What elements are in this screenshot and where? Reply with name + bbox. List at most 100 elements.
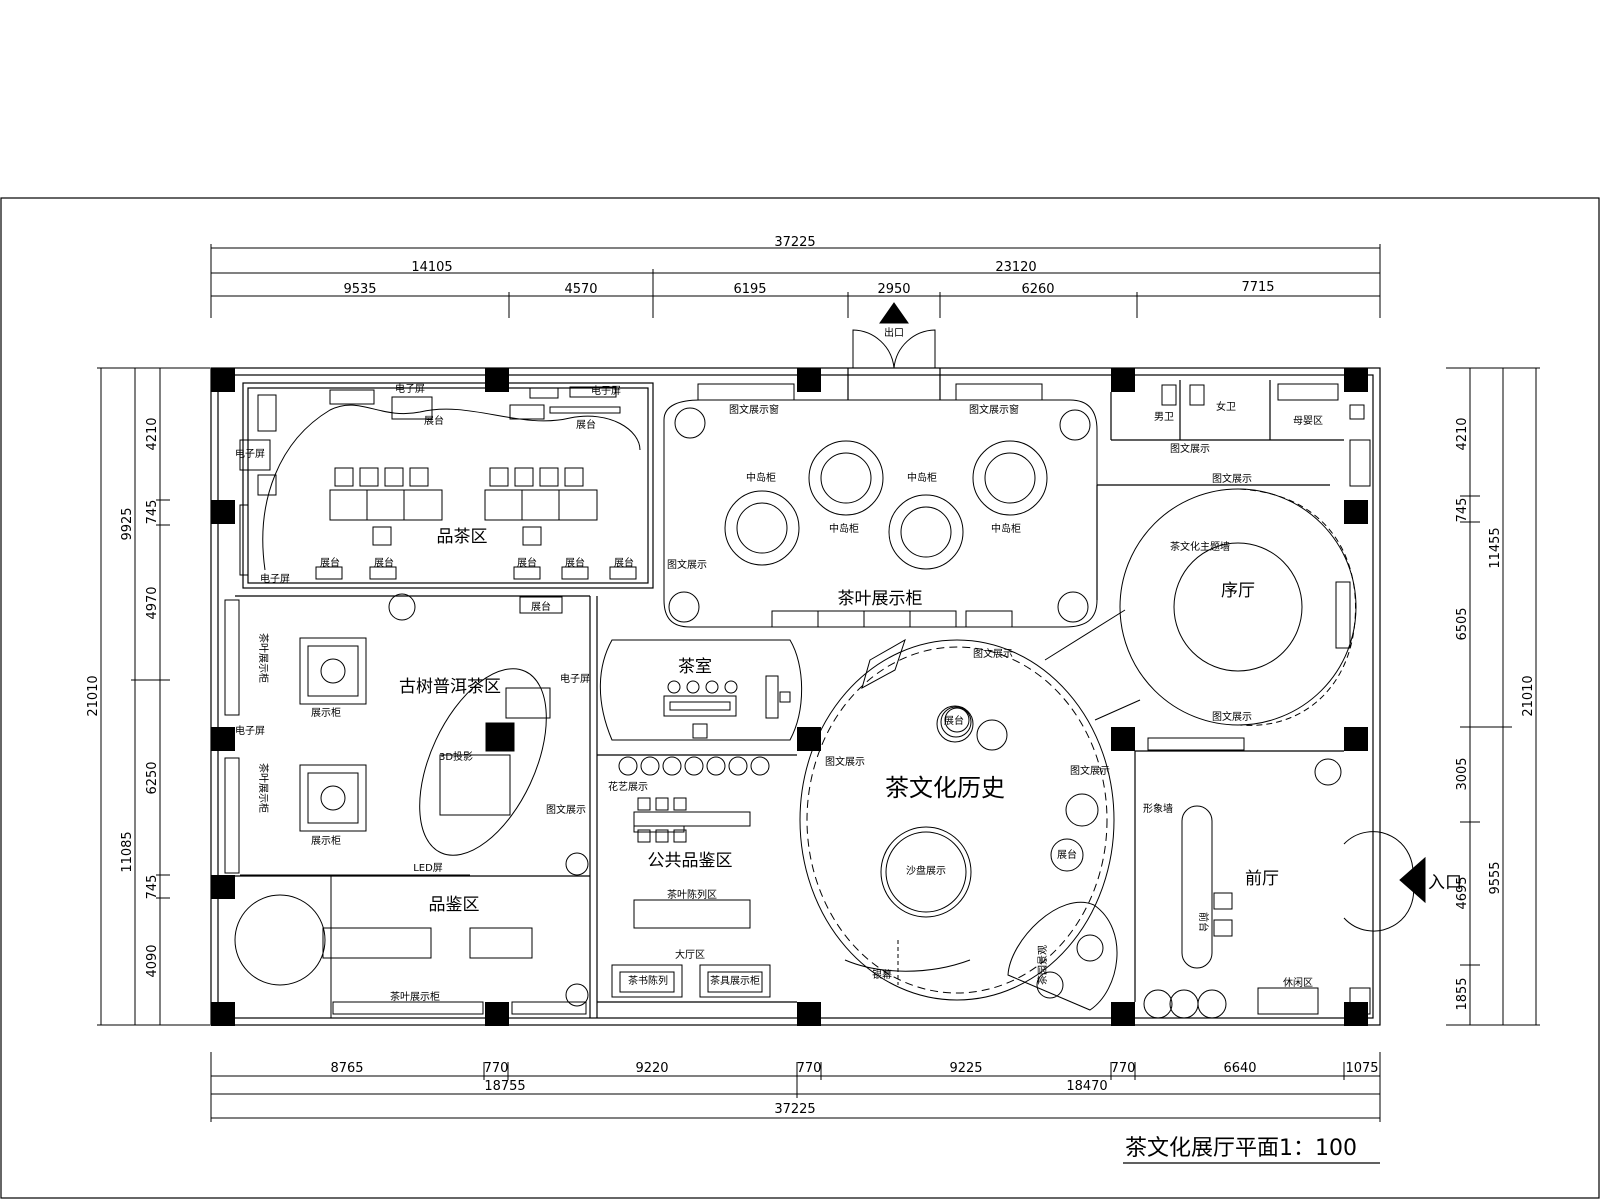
screen-curtain-label: 银幕	[872, 968, 892, 981]
columns	[211, 368, 1368, 1026]
dim-top-l3-4: 2950	[877, 282, 910, 297]
dim-bottom-1: 8765	[330, 1061, 363, 1076]
dim-left-inner-5: 745	[145, 875, 160, 900]
stand-label-9: 展台	[944, 714, 964, 727]
culture-display-label-3: 图文展示	[1170, 442, 1210, 455]
dim-bottom-5: 9225	[949, 1061, 982, 1076]
restrooms	[1161, 383, 1371, 487]
theme-wall-label: 茶文化主题墙	[1170, 540, 1230, 553]
culture-display-label-6: 图文展示	[973, 647, 1013, 660]
island-label-2: 中岛柜	[907, 471, 937, 484]
culture-display-label-4: 图文展示	[1212, 472, 1252, 485]
dim-top-l3-3: 6195	[733, 282, 766, 297]
three-d-label: 3D投影	[439, 750, 473, 763]
dim-right-inner-1: 4210	[1455, 417, 1470, 450]
culture-display-label-5: 图文展示	[1212, 710, 1252, 723]
puer-zone	[224, 599, 551, 876]
room-label-puer: 古树普洱茶区	[399, 677, 501, 697]
dim-bottom-7: 6640	[1223, 1061, 1256, 1076]
exit-label: 出口	[884, 326, 904, 339]
top-dimensions	[210, 244, 1381, 318]
sand-label: 沙盘展示	[906, 864, 946, 877]
dim-top-l3-6: 7715	[1241, 280, 1274, 295]
dim-right-mid-2: 9555	[1488, 861, 1503, 894]
drawing-frame	[0, 197, 1600, 1199]
screen-label-1: 电子屏	[395, 382, 425, 395]
screen-label-6: 电子屏	[560, 672, 590, 685]
stand-label-7: 展台	[614, 556, 634, 569]
stand-label-4: 展台	[374, 556, 394, 569]
dim-top-l2-1: 14105	[411, 260, 452, 275]
tasting-zone	[239, 386, 641, 614]
room-label-tasting: 品茶区	[437, 527, 488, 547]
right-dimensions	[1446, 367, 1540, 1026]
room-label-appraisal: 品鉴区	[429, 895, 480, 915]
stand-label-6: 展台	[565, 556, 585, 569]
island-label-3: 中岛柜	[829, 522, 859, 535]
front-hall	[1181, 805, 1426, 1015]
dim-bottom-l2-2: 18470	[1066, 1079, 1107, 1094]
dim-bottom-total: 37225	[774, 1102, 815, 1117]
dim-right-mid-1: 11455	[1488, 527, 1503, 568]
men-label: 男卫	[1154, 411, 1174, 423]
outer-walls	[210, 367, 1381, 1026]
interior-walls	[235, 380, 1344, 1018]
stand-label-2: 展台	[576, 418, 596, 431]
stand-label-5: 展台	[517, 556, 537, 569]
dim-top-l3-2: 4570	[564, 282, 597, 297]
dim-left-inner-1: 4210	[145, 417, 160, 450]
room-label-tearoom: 茶室	[678, 657, 712, 677]
side-cabinet-label-1: 茶叶展示柜	[257, 633, 270, 683]
culture-display-label-7: 图文展示	[1070, 764, 1110, 777]
culture-display-label-1: 图文展示	[546, 803, 586, 816]
display-label-2: 展示柜	[311, 834, 341, 847]
screen-label-5: 电子屏	[235, 724, 265, 737]
dim-left-inner-3: 4970	[145, 586, 160, 619]
room-label-history: 茶文化历史	[885, 774, 1005, 802]
book-rack-label: 茶书陈列	[628, 974, 668, 987]
dim-bottom-4: 770	[797, 1061, 822, 1076]
dim-right-inner-3: 6505	[1455, 607, 1470, 640]
tea-room	[599, 639, 803, 741]
display-rack-label: 茶具展示柜	[710, 974, 760, 987]
dim-left-outer: 21010	[86, 675, 101, 716]
dim-left-inner-2: 745	[145, 500, 160, 525]
room-label-front: 前厅	[1245, 869, 1279, 889]
culture-display-label-8: 图文展示	[825, 755, 865, 768]
front-desk-label: 前台	[1197, 912, 1210, 932]
exhibition-hall	[663, 383, 1098, 628]
prelude-hall	[1044, 488, 1357, 751]
island-label-1: 中岛柜	[746, 471, 776, 484]
room-label-prelude: 序厅	[1221, 581, 1255, 601]
leisure-label: 休闲区	[1283, 976, 1313, 989]
dim-left-mid-1: 9925	[120, 507, 135, 540]
plant-icons	[388, 407, 1342, 1019]
dim-top-l3-5: 6260	[1021, 282, 1054, 297]
dim-right-inner-5: 4695	[1455, 876, 1470, 909]
bottom-dimensions	[210, 1052, 1381, 1122]
drawing-title: 茶文化展厅平面1：100	[1125, 1136, 1357, 1161]
mother-label: 母婴区	[1293, 415, 1323, 427]
dim-left-inner-4: 6250	[145, 761, 160, 794]
entrance-label: 入口	[1428, 873, 1462, 893]
culture-cabinet-label-1: 图文展示窗	[729, 403, 779, 416]
dim-bottom-2: 770	[484, 1061, 509, 1076]
left-dimensions	[97, 367, 210, 1026]
screen-label-3: 电子屏	[235, 447, 265, 460]
stand-label-3: 展台	[320, 556, 340, 569]
island-label-4: 中岛柜	[991, 522, 1021, 535]
side-cabinet-label-2: 茶叶展示柜	[257, 763, 270, 813]
history-hall	[799, 638, 1118, 1011]
dim-top-l3-1: 9535	[343, 282, 376, 297]
appraisal-zone	[234, 875, 590, 1018]
display-label-1: 展示柜	[311, 706, 341, 719]
image-wall-label: 形象墙	[1143, 802, 1173, 815]
dim-bottom-l2-1: 18755	[484, 1079, 525, 1094]
stand-label-1: 展台	[424, 414, 444, 427]
dim-bottom-6: 770	[1111, 1061, 1136, 1076]
dim-right-outer: 21010	[1521, 675, 1536, 716]
screen-label-4: 电子屏	[260, 572, 290, 585]
dim-right-inner-4: 3005	[1455, 757, 1470, 790]
